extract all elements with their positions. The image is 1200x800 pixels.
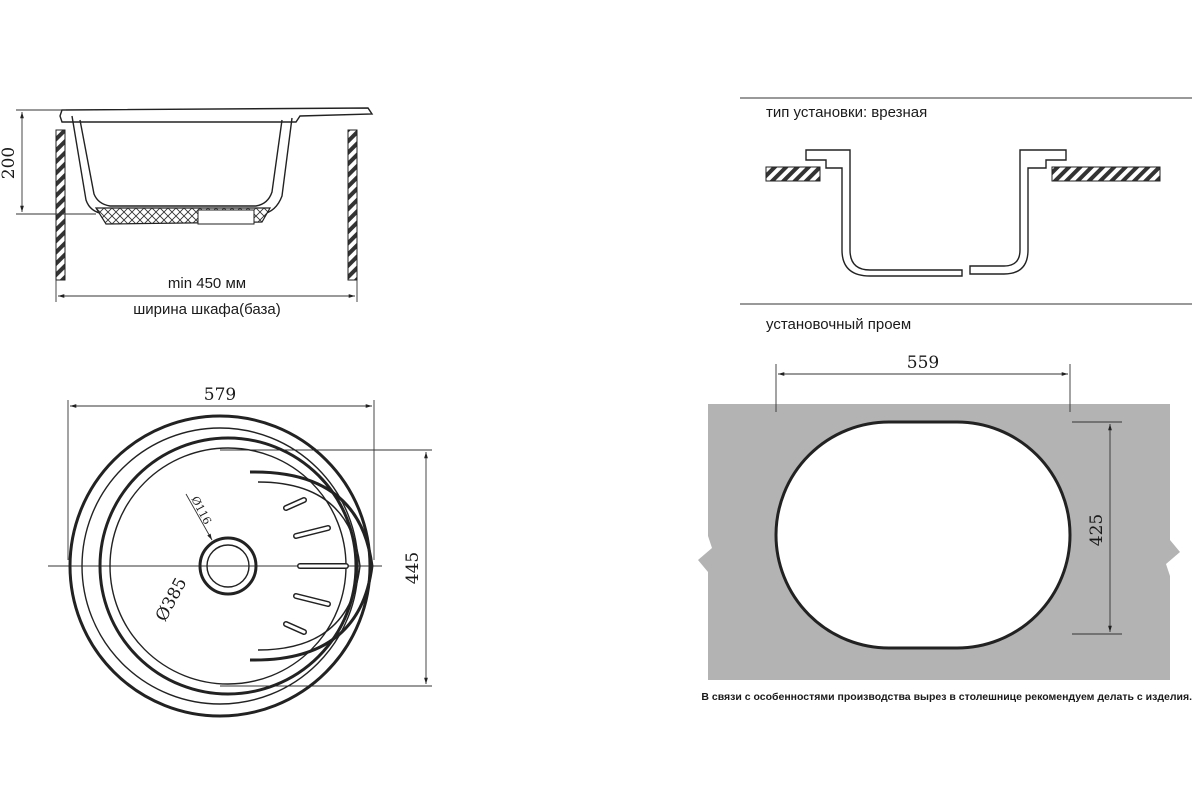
cabinet-caption: ширина шкафа(база) xyxy=(133,301,281,318)
cutout-depth-label: 425 xyxy=(1087,514,1107,546)
drain-outlet xyxy=(197,209,255,225)
countertop-right xyxy=(1051,166,1161,182)
depth-label: 445 xyxy=(403,552,423,584)
cutout-section: установочный проем 559 425 В связи с осо… xyxy=(698,316,1192,703)
drain-inner xyxy=(206,544,250,588)
sink-profile-left xyxy=(805,149,963,277)
cabinet-wall-left xyxy=(55,129,66,281)
height-label: 200 xyxy=(0,147,19,179)
production-note: В связи с особенностями производства выр… xyxy=(701,691,1192,703)
drain-outer xyxy=(198,536,258,596)
bowl xyxy=(98,436,358,696)
sink-profile-right xyxy=(969,149,1067,275)
sink-side-view: 200 min 450 мм ширина шкафа(база) xyxy=(0,107,374,318)
sink-rim-inner xyxy=(81,427,359,705)
bowl-diameter-label: Ø385 xyxy=(152,574,191,624)
sink-rim xyxy=(59,107,374,123)
bowl-outer xyxy=(71,115,293,215)
bowl-inner xyxy=(79,119,283,207)
drainboard-inner xyxy=(257,481,361,651)
install-type-label: тип установки: врезная xyxy=(766,104,927,121)
cutout-width-label: 559 xyxy=(907,353,939,373)
cabinet-min-label: min 450 мм xyxy=(168,275,246,292)
drain-diameter-label: Ø116 xyxy=(188,494,214,527)
cutout-label: установочный проем xyxy=(766,316,911,333)
countertop-left xyxy=(765,166,821,182)
installation-type-section: тип установки: врезная xyxy=(740,97,1192,305)
cabinet-wall-right xyxy=(347,129,358,281)
cutout-opening xyxy=(774,420,1072,650)
sink-outer-edge xyxy=(68,414,372,718)
width-label: 579 xyxy=(204,385,236,405)
drain-leader xyxy=(185,493,213,541)
sink-top-view: 579 445 xyxy=(48,385,432,718)
